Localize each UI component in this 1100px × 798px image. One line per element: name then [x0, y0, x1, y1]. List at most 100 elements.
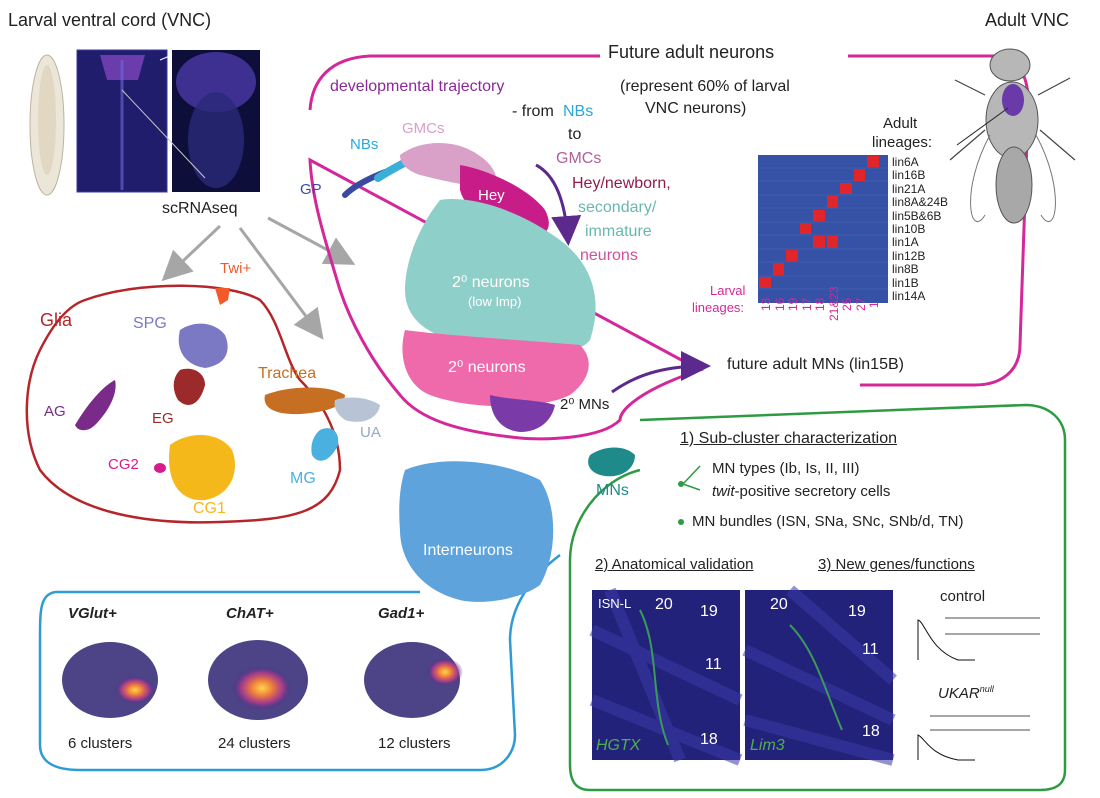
panel-vglut-clusters: 6 clusters: [68, 735, 133, 752]
heatmap-match-cell: [840, 182, 852, 195]
panel-chat-clusters: 24 clusters: [218, 735, 291, 752]
adult-lineage-label: lin1B: [892, 275, 919, 290]
heatmap-match-cell: [772, 263, 784, 275]
larval-lineage-label: 1: [867, 301, 881, 309]
cluster-mns-label: MNs: [596, 482, 629, 499]
muscle-19-b: 19: [848, 603, 866, 620]
larval-lineage-label: 16: [772, 298, 787, 312]
ukar-null-label: null: [979, 684, 994, 694]
adult-lineage-label: lin21A: [892, 181, 926, 196]
section-anatomical-heading: 2) Anatomical validation: [595, 556, 754, 573]
panel-vglut-gene: VGlut+: [68, 605, 117, 622]
cluster-mg-label: MG: [290, 470, 316, 487]
future-adult-note-1: (represent 60% of larval: [620, 78, 790, 95]
larval-vnc-heading: Larval ventral cord (VNC): [8, 10, 212, 30]
adult-lineages-title-2: lineages:: [872, 134, 933, 151]
cluster-eg-label: EG: [152, 410, 174, 427]
adult-lineage-label: lin5B&6B: [892, 208, 942, 223]
heatmap-match-cell: [799, 223, 811, 235]
glia-outline: [25, 284, 342, 524]
ephys-traces: [917, 617, 1040, 761]
section-new-genes-heading: 3) New genes/functions: [818, 556, 975, 573]
heatmap-match-cell: [786, 249, 798, 262]
larval-lineage-label: 19: [786, 298, 800, 312]
trajectory-label: developmental trajectory: [330, 78, 505, 95]
future-adult-mns-label: future adult MNs (lin15B): [727, 356, 904, 373]
trajectory-secondary: secondary/: [578, 199, 657, 216]
trajectory-from: - from: [512, 103, 554, 120]
adult-lineage-label: lin12B: [892, 248, 926, 263]
cluster-trachea-label: Trachea: [258, 365, 317, 382]
cluster-ua-label: UA: [360, 424, 381, 441]
control-label: control: [940, 588, 986, 605]
section-subcluster-heading: 1) Sub-cluster characterization: [680, 430, 897, 447]
anatomical-images: [589, 585, 897, 766]
future-adult-note-2: VNC neurons): [645, 100, 747, 117]
trajectory-immature: immature: [585, 223, 652, 240]
larval-lineage-label: 25: [840, 298, 854, 312]
umap-neuronal-clusters: [342, 143, 635, 477]
heatmap-match-cell: [826, 236, 838, 248]
larval-lineage-label: 13: [759, 298, 773, 312]
cluster-nbs-label: NBs: [350, 136, 379, 153]
cluster-hey-label: Hey: [478, 187, 505, 204]
adult-lineages-title-1: Adult: [883, 115, 918, 132]
adult-fly-illustration: [949, 48, 1076, 224]
heatmap-match-cell: [759, 276, 771, 288]
adult-lineage-label: lin8A&24B: [892, 195, 949, 210]
heatmap-match-cell: [813, 236, 825, 248]
heatmap-match-cell: [853, 169, 865, 181]
larval-lineage-label: 18: [813, 298, 827, 312]
muscle-18-b: 18: [862, 723, 880, 740]
cluster-twi-label: Twi+: [220, 260, 252, 277]
larval-lineages-title-2: lineages:: [692, 300, 745, 315]
cluster-cg1-label: CG1: [193, 500, 226, 517]
umap-glia-clusters: [75, 288, 380, 501]
muscle-18-a: 18: [700, 731, 718, 748]
mn-bundles-text: MN bundles (ISN, SNa, SNc, SNb/d, TN): [692, 513, 964, 530]
trajectory-gmcs: GMCs: [556, 150, 602, 167]
cluster-cg2-label: CG2: [108, 456, 139, 473]
lim3-label: Lim3: [750, 737, 785, 754]
future-adult-heading: Future adult neurons: [608, 42, 775, 62]
glia-label: Glia: [40, 310, 73, 330]
muscle-20-b: 20: [770, 596, 788, 613]
muscle-11-a: 11: [705, 656, 722, 673]
scrnaseq-label: scRNAseq: [162, 200, 238, 217]
cluster-gmcs-label: GMCs: [402, 120, 445, 137]
interneuron-cluster: [399, 461, 554, 602]
adult-lineage-label: lin1A: [892, 235, 919, 250]
cluster-low-imp-label: (low Imp): [468, 294, 522, 309]
cluster-gp-label: GP: [300, 181, 322, 198]
interneuron-outline: [38, 554, 561, 772]
larva-photo: [29, 54, 65, 196]
mn-box-outline: [568, 403, 1067, 792]
muscle-20-a: 20: [655, 596, 673, 613]
vnc-microscopy-image: [76, 49, 260, 193]
hgtx-label: HGTX: [596, 737, 641, 754]
adult-lineage-label: lin16B: [892, 168, 926, 183]
heatmap-match-cell: [813, 209, 825, 221]
cluster-interneurons-label: Interneurons: [423, 542, 513, 559]
larval-lineage-label: 27: [853, 298, 868, 312]
panel-chat-gene: ChAT+: [226, 605, 274, 622]
trajectory-to: to: [568, 126, 582, 143]
cluster-secondary-mns-label: 2⁰ MNs: [560, 396, 610, 413]
cluster-secondary-neurons-label: 2⁰ neurons: [448, 359, 526, 376]
adult-lineage-label: lin10B: [892, 222, 926, 236]
mn-types-text: MN types (Ib, Is, II, III): [712, 460, 860, 477]
larval-lineages-title-1: Larval: [710, 283, 746, 298]
lineage-heatmap: [758, 155, 888, 303]
trajectory-neurons: neurons: [580, 247, 638, 264]
cluster-ag-label: AG: [44, 403, 66, 420]
cluster-secondary-low-imp-label: 2⁰ neurons: [452, 274, 530, 291]
twit-rest-text: -positive secretory cells: [734, 483, 891, 500]
panel-gad1-clusters: 12 clusters: [378, 735, 451, 752]
larval-lineage-label: 17: [799, 298, 814, 312]
panel-gad1-gene: Gad1+: [378, 605, 425, 622]
adult-vnc-heading: Adult VNC: [985, 10, 1070, 30]
trajectory-hey-newborn: Hey/newborn,: [572, 175, 671, 192]
isn-l-label: ISN-L: [598, 596, 632, 611]
heatmap-match-cell: [867, 156, 879, 168]
adult-lineage-label: lin6A: [892, 155, 919, 169]
